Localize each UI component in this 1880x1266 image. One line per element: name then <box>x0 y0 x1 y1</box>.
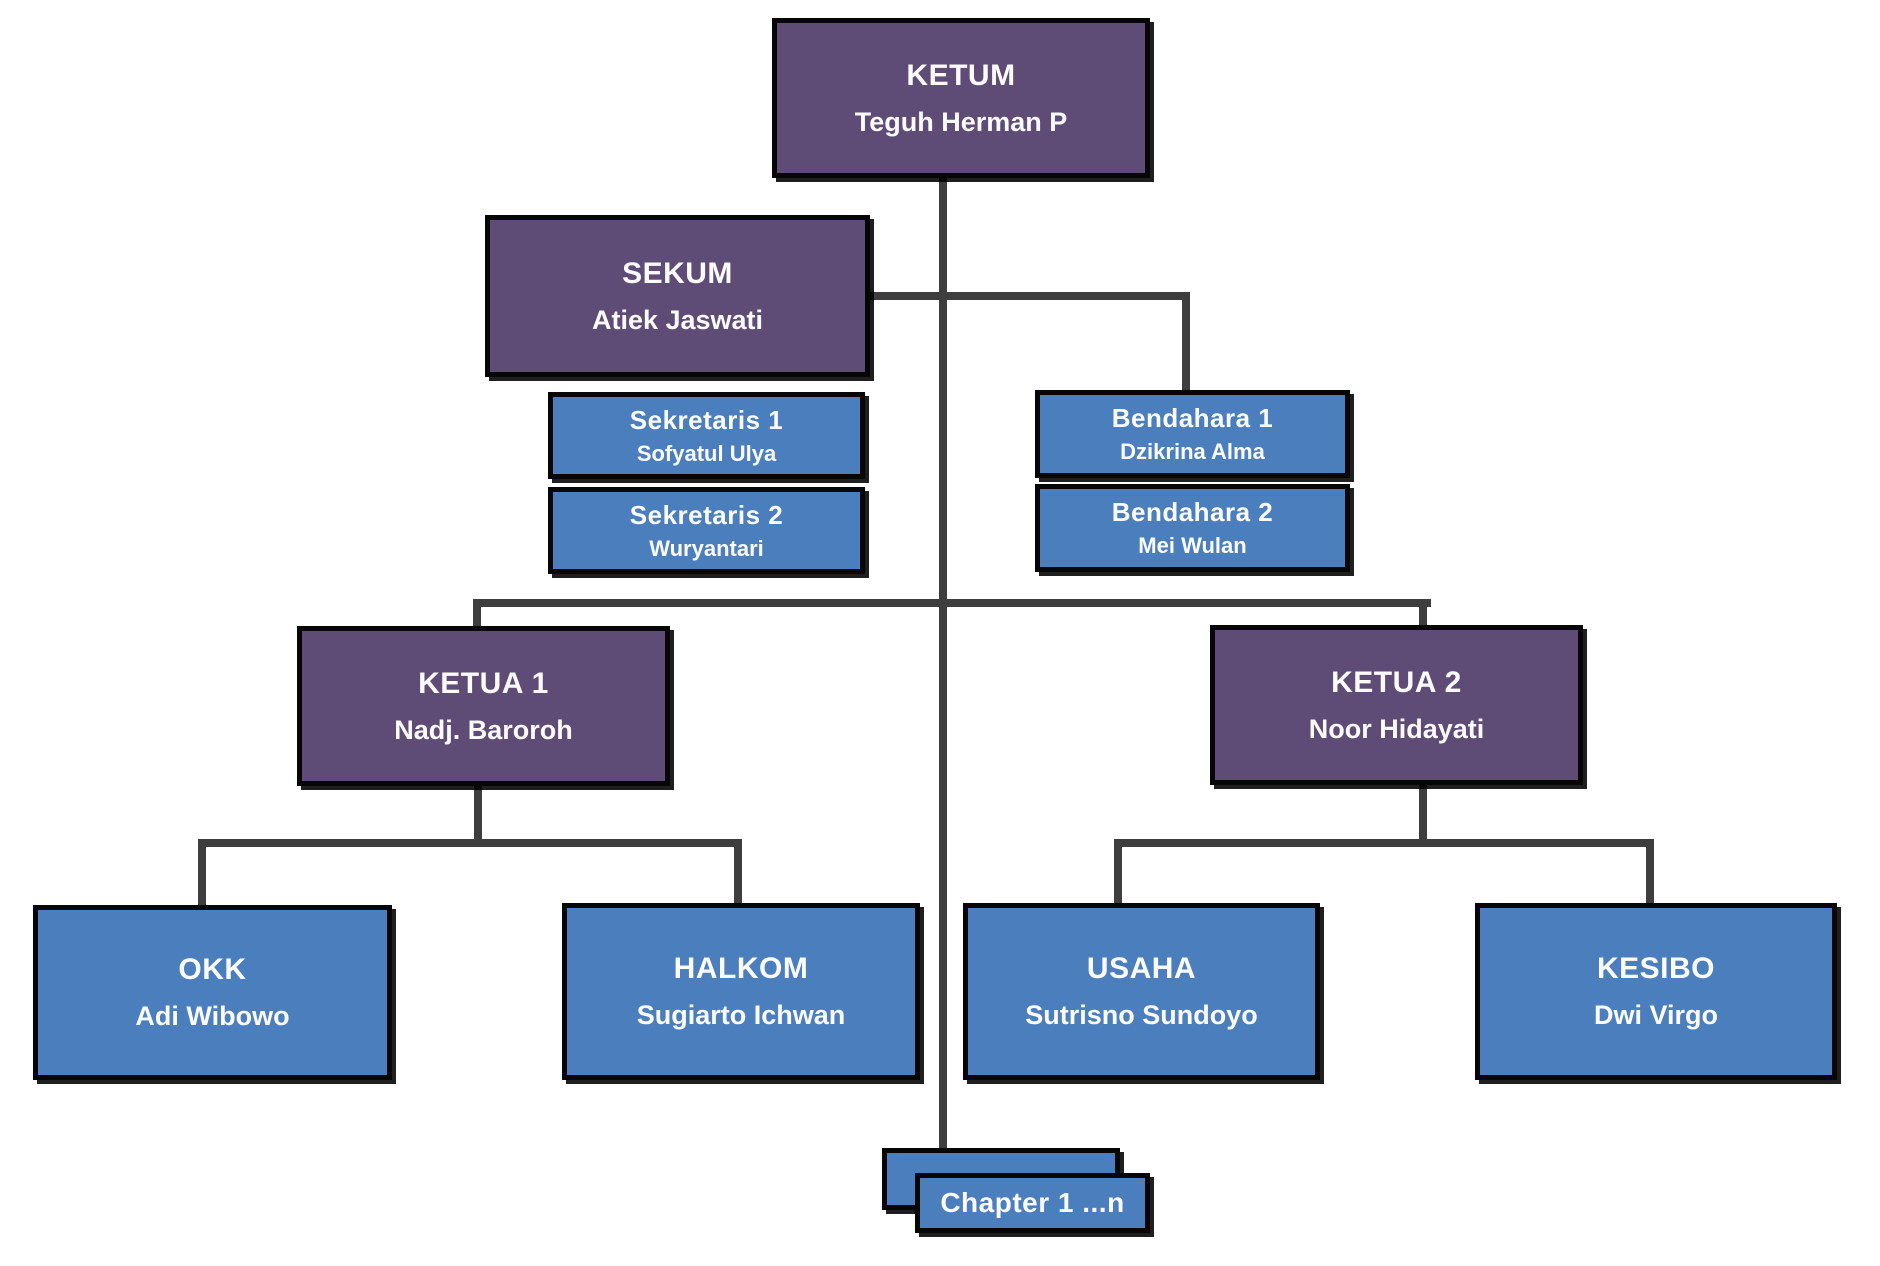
connector-trunk-vertical <box>939 175 947 1152</box>
node-name: Sofyatul Ulya <box>636 440 777 466</box>
connector-halkom-drop <box>734 839 742 905</box>
connector-ketua1-drop <box>473 599 481 629</box>
node-title: KETUA 2 <box>1331 665 1462 699</box>
node-name: Atiek Jaswati <box>591 304 764 335</box>
node-name: Teguh Herman P <box>854 106 1068 137</box>
connector-ketua2-children-horizontal <box>1114 839 1654 847</box>
node-title: Bendahara 1 <box>1111 403 1274 433</box>
node-name: Dzikrina Alma <box>1120 439 1265 464</box>
node-name: Sugiarto Ichwan <box>636 1000 846 1030</box>
node-usaha: USAHA Sutrisno Sundoyo <box>963 903 1320 1080</box>
node-title: Bendahara 2 <box>1111 497 1274 527</box>
node-sekretaris-1: Sekretaris 1 Sofyatul Ulya <box>548 392 865 479</box>
node-bendahara-2: Bendahara 2 Mei Wulan <box>1035 484 1350 572</box>
node-title: KETUM <box>906 58 1016 92</box>
node-title: Sekretaris 1 <box>629 404 784 435</box>
node-title: KESIBO <box>1596 952 1716 985</box>
connector-ketua1-children-horizontal <box>198 839 742 847</box>
node-halkom: HALKOM Sugiarto Ichwan <box>562 903 920 1080</box>
node-name: Mei Wulan <box>1138 533 1247 558</box>
connector-bendahara-drop <box>1182 292 1190 392</box>
node-sekretaris-2: Sekretaris 2 Wuryantari <box>548 487 865 574</box>
connector-sekum-horizontal <box>866 292 1190 300</box>
connector-ketua1-stub <box>474 783 482 845</box>
node-kesibo: KESIBO Dwi Virgo <box>1475 903 1837 1080</box>
node-ketua-1: KETUA 1 Nadj. Baroroh <box>297 626 670 786</box>
connector-ketua-horizontal <box>473 599 1431 607</box>
connector-okk-drop <box>198 839 206 907</box>
node-ketua-2: KETUA 2 Noor Hidayati <box>1210 625 1583 785</box>
node-ketum: KETUM Teguh Herman P <box>772 18 1150 178</box>
node-name: Noor Hidayati <box>1308 713 1485 744</box>
node-title: HALKOM <box>673 952 809 985</box>
node-chapter: Chapter 1 ...n <box>915 1173 1150 1233</box>
node-bendahara-1: Bendahara 1 Dzikrina Alma <box>1035 390 1350 478</box>
node-name: Dwi Virgo <box>1593 1000 1719 1030</box>
connector-usaha-drop <box>1114 839 1122 905</box>
node-sekum: SEKUM Atiek Jaswati <box>485 215 870 377</box>
node-name: Sutrisno Sundoyo <box>1025 1000 1258 1030</box>
node-name: Nadj. Baroroh <box>394 714 573 745</box>
node-title: Chapter 1 ...n <box>940 1187 1125 1218</box>
node-name: Adi Wibowo <box>135 1001 290 1031</box>
node-title: KETUA 1 <box>418 666 549 700</box>
node-okk: OKK Adi Wibowo <box>33 905 392 1080</box>
node-name: Wuryantari <box>649 535 764 561</box>
connector-ketua2-drop <box>1419 599 1427 629</box>
node-title: USAHA <box>1086 952 1197 985</box>
node-title: SEKUM <box>622 256 733 290</box>
node-title: Sekretaris 2 <box>629 499 784 530</box>
connector-kesibo-drop <box>1646 839 1654 905</box>
connector-ketua2-stub <box>1419 783 1427 845</box>
node-title: OKK <box>178 953 247 986</box>
